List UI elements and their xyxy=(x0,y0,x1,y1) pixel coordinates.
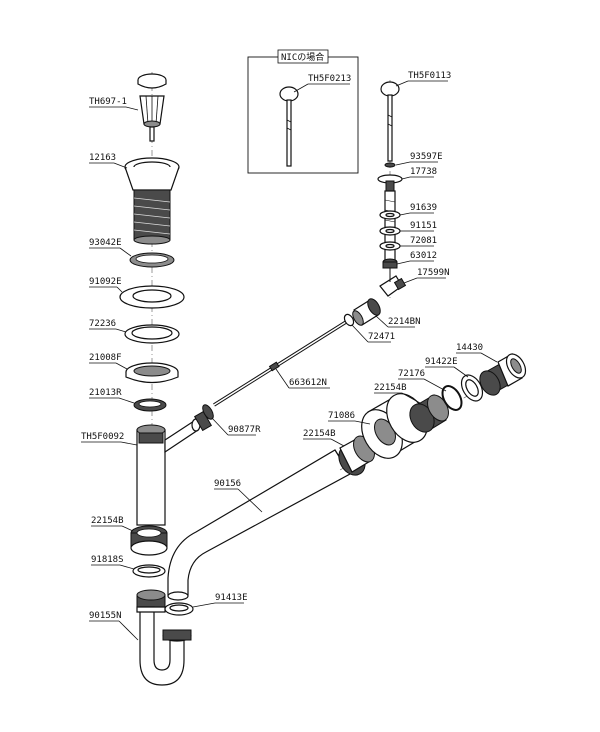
label-2214bn: 2214BN xyxy=(388,317,421,327)
popup-cap-part xyxy=(137,73,167,142)
label-90156: 90156 xyxy=(214,479,241,489)
label-22154b-right: 22154B xyxy=(374,383,407,393)
washer-91151 xyxy=(379,226,401,236)
label-17738: 17738 xyxy=(410,167,437,177)
label-72236: 72236 xyxy=(89,319,116,329)
label-91413e: 91413E xyxy=(215,593,248,603)
washer-91092e xyxy=(119,285,185,309)
pipe-90156 xyxy=(167,449,351,601)
rod-663612n xyxy=(213,320,347,407)
label-63012: 63012 xyxy=(410,251,437,261)
gasket-93042e xyxy=(129,252,175,268)
inset-title: NICの場合 xyxy=(281,51,324,63)
nut-2214bn xyxy=(352,298,381,326)
label-91092e: 91092E xyxy=(89,277,122,287)
nut-63012 xyxy=(382,258,398,269)
label-663612n: 663612N xyxy=(289,378,327,388)
label-90155n: 90155N xyxy=(89,611,122,621)
washer-72081 xyxy=(379,241,401,251)
label-90877r: 90877R xyxy=(228,425,261,435)
label-91639: 91639 xyxy=(410,203,437,213)
label-72471: 72471 xyxy=(368,332,395,342)
label-12163: 12163 xyxy=(89,153,116,163)
label-72081: 72081 xyxy=(410,236,437,246)
clip-17599n xyxy=(379,268,407,297)
label-th5f0113: TH5F0113 xyxy=(408,71,451,81)
rod-th5f0113 xyxy=(380,81,400,162)
nut-22154b-mid xyxy=(338,435,375,476)
label-21013r: 21013R xyxy=(89,388,122,398)
label-93597e: 93597E xyxy=(410,152,443,162)
ring-21013r xyxy=(133,398,167,412)
drain-body-part xyxy=(124,157,180,245)
label-91422e: 91422E xyxy=(425,357,458,367)
washer-72236 xyxy=(124,324,180,344)
guide-17738 xyxy=(377,174,403,192)
trap-90155n xyxy=(136,589,192,686)
label-71086: 71086 xyxy=(328,411,355,421)
ring-72176 xyxy=(441,385,463,411)
label-th5f0213-inset: TH5F0213 xyxy=(308,74,351,84)
adapter-14430 xyxy=(479,353,527,396)
label-91151: 91151 xyxy=(410,221,437,231)
ring-93597e xyxy=(384,162,396,168)
washer-91413e xyxy=(164,602,194,616)
washer-91639 xyxy=(379,210,401,220)
tailpipe-th5f0092 xyxy=(136,410,213,526)
washer-91818s xyxy=(132,564,166,578)
label-91818s: 91818S xyxy=(91,555,124,565)
label-22154b-mid: 22154B xyxy=(303,429,336,439)
nut-22154b-left xyxy=(130,525,168,556)
inset-rod-part xyxy=(279,86,299,167)
label-93042e: 93042E xyxy=(89,238,122,248)
label-th5f0092: TH5F0092 xyxy=(81,432,124,442)
nut-22154b-right xyxy=(409,394,449,433)
label-22154b-left: 22154B xyxy=(91,516,124,526)
label-17599n: 17599N xyxy=(417,268,450,278)
label-21008f: 21008F xyxy=(89,353,122,363)
label-72176: 72176 xyxy=(398,369,425,379)
nut-21008f xyxy=(125,362,179,384)
washer-91422e xyxy=(460,374,484,402)
label-th697-1: TH697-1 xyxy=(89,97,127,107)
ring-90877r xyxy=(202,404,214,420)
label-14430: 14430 xyxy=(456,343,483,353)
nic-inset: NICの場合 TH5F0213 xyxy=(247,49,359,174)
